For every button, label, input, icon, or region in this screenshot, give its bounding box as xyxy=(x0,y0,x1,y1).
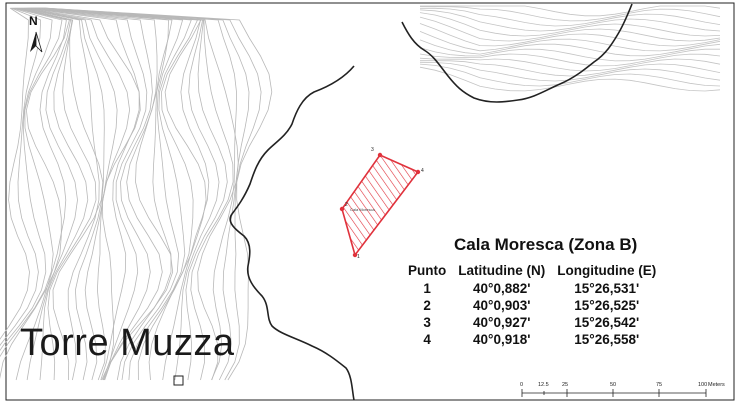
place-label: Torre Muzza xyxy=(20,322,235,364)
scale-bar xyxy=(521,389,707,397)
contour-line xyxy=(419,23,721,47)
contour-line xyxy=(20,7,100,381)
contour-line xyxy=(17,7,89,381)
scale-tick-label: 12.5 xyxy=(538,382,549,388)
vertex-4-marker xyxy=(415,169,421,175)
coordinates-table: Punto Latitudine (N) Longitudine (E) 1 4… xyxy=(402,260,662,348)
contour-line xyxy=(0,7,63,358)
contour-line xyxy=(21,7,105,381)
contour-line xyxy=(18,7,97,381)
contour-line xyxy=(15,7,67,381)
contour-line xyxy=(44,7,273,381)
scale-tick-label: 100 xyxy=(698,382,708,388)
contour-line xyxy=(29,7,174,381)
land-contours-east xyxy=(419,5,721,92)
cell-lat: 40°0,903' xyxy=(473,298,531,313)
area-inner-label: Cala Moresca xyxy=(350,207,375,212)
vertex-3-marker xyxy=(377,152,383,158)
contour-line xyxy=(420,5,721,17)
cell-punto: 3 xyxy=(423,315,431,330)
contour-line xyxy=(419,12,721,37)
contour-line xyxy=(34,7,199,381)
coastline-east xyxy=(401,3,633,103)
contour-line xyxy=(30,7,173,381)
contour-line xyxy=(32,7,184,381)
contour-line xyxy=(419,66,721,92)
north-arrow-icon xyxy=(30,31,43,53)
vertex-1-marker xyxy=(352,252,358,258)
contour-line xyxy=(25,7,140,381)
coastline-west xyxy=(229,65,355,401)
vertex-2-marker xyxy=(339,206,345,212)
table-row: 3 40°0,927' 15°26,542' xyxy=(402,314,662,331)
scale-unit-label: Meters xyxy=(708,382,725,388)
contour-line xyxy=(419,47,720,62)
header-longitude: Longitudine (E) xyxy=(557,262,657,278)
contour-line xyxy=(419,9,721,32)
vertex-1-label: 1 xyxy=(357,254,360,260)
table-row: 4 40°0,918' 15°26,558' xyxy=(402,331,662,348)
contour-line xyxy=(419,6,721,22)
scale-tick-label: 75 xyxy=(656,382,663,388)
vertex-4-label: 4 xyxy=(421,168,424,174)
contour-line xyxy=(24,7,141,381)
cell-lon: 15°26,558' xyxy=(574,332,640,347)
cell-punto: 2 xyxy=(423,298,431,313)
contour-line xyxy=(33,7,192,381)
contour-line xyxy=(420,60,721,77)
contour-line xyxy=(28,7,163,381)
contour-line xyxy=(42,7,250,381)
scale-tick-label: 25 xyxy=(562,382,569,388)
contour-line xyxy=(41,7,237,381)
scale-tick-label: 0 xyxy=(520,382,524,388)
contour-line xyxy=(0,7,30,340)
contour-line xyxy=(419,57,721,72)
cell-lat: 40°0,918' xyxy=(473,332,531,347)
marker-square-icon xyxy=(173,375,184,386)
table-title: Cala Moresca (Zona B) xyxy=(454,235,638,254)
contour-line xyxy=(0,7,70,380)
table-row: 2 40°0,903' 15°26,525' xyxy=(402,297,662,314)
north-label: N xyxy=(29,14,38,28)
contour-line xyxy=(27,7,153,381)
contour-line xyxy=(35,7,207,381)
vertex-2-label: 2 xyxy=(345,202,348,208)
cell-punto: 1 xyxy=(423,281,431,296)
contour-line xyxy=(419,61,721,82)
contour-line xyxy=(39,7,234,381)
contour-line xyxy=(419,39,721,57)
cell-lat: 40°0,927' xyxy=(473,315,531,330)
header-punto: Punto xyxy=(408,262,447,278)
cell-lon: 15°26,525' xyxy=(574,298,640,313)
contour-line xyxy=(0,7,53,352)
contour-line xyxy=(0,7,42,347)
contour-line xyxy=(38,7,228,381)
land-contours-west xyxy=(0,7,273,381)
cell-lat: 40°0,882' xyxy=(473,281,531,296)
contour-line xyxy=(16,7,78,381)
cell-lon: 15°26,542' xyxy=(574,315,640,330)
contour-line xyxy=(420,7,721,27)
scale-tick-label: 50 xyxy=(610,382,617,388)
contour-line xyxy=(36,7,210,381)
contour-line xyxy=(26,7,148,381)
cell-lon: 15°26,531' xyxy=(574,281,640,296)
vertex-3-label: 3 xyxy=(371,147,374,153)
contour-line xyxy=(19,7,104,381)
cell-punto: 4 xyxy=(423,332,431,347)
table-row: 1 40°0,882' 15°26,531' xyxy=(402,280,662,297)
contour-line xyxy=(37,7,220,381)
contour-line xyxy=(419,53,721,67)
contour-line xyxy=(419,16,721,42)
header-latitude: Latitudine (N) xyxy=(458,262,546,278)
table-header-row: Punto Latitudine (N) Longitudine (E) xyxy=(402,260,662,280)
contour-line xyxy=(419,63,721,87)
contour-line xyxy=(419,31,721,52)
contour-line xyxy=(43,7,262,381)
